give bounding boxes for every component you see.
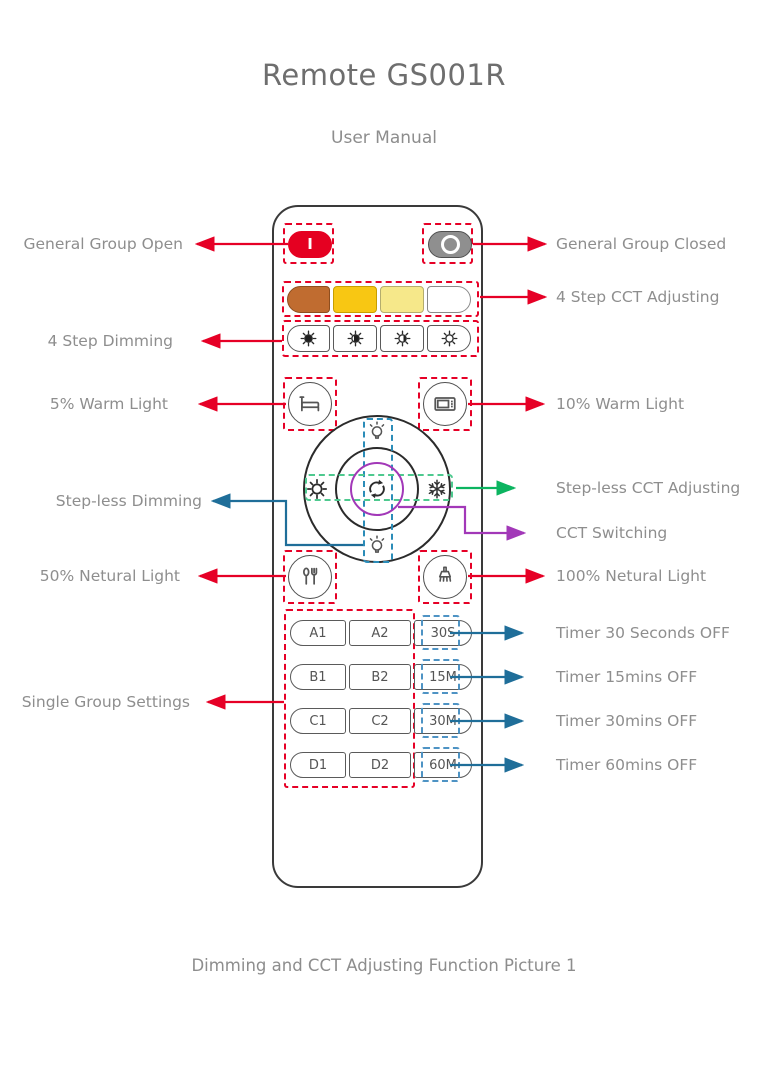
group-button-c1: C1 [290, 708, 346, 734]
single-group-dashed-box [284, 609, 415, 788]
nav-inner-ring [335, 447, 419, 531]
dining-icon [295, 562, 325, 592]
cct-switch-cycle-icon [362, 474, 392, 504]
netural50-dining-button [288, 555, 332, 599]
page-caption: Dimming and CCT Adjusting Function Pictu… [191, 956, 577, 975]
timer-15m-dashed-box [421, 659, 460, 694]
timer-60m-dashed-box [421, 747, 460, 782]
sun-one-third-icon [393, 329, 412, 348]
sun-two-thirds-icon [346, 329, 365, 348]
dim-button-25 [427, 325, 471, 352]
annotation-general-group-closed: General Group Closed [556, 235, 727, 253]
annotation-single-group-settings: Single Group Settings [21, 693, 190, 711]
netural100-brush-button [423, 555, 467, 599]
annotation-4-step-dimming: 4 Step Dimming [47, 332, 173, 350]
power-on-button: I [288, 231, 332, 258]
cct-switch-button [350, 462, 404, 516]
bed-icon [295, 389, 325, 419]
cct-row-dashed-box [282, 281, 479, 317]
power-off-dashed-box [422, 223, 473, 264]
timer-30m-dashed-box [421, 703, 460, 738]
group-button-a2: A2 [349, 620, 411, 646]
annotation-general-group-open: General Group Open [23, 235, 183, 253]
annotation-50-netural-light: 50% Netural Light [39, 567, 180, 585]
group-button-d2: D2 [349, 752, 411, 778]
warm10-tv-button [423, 382, 467, 426]
annotation-timer-15m: Timer 15mins OFF [556, 668, 698, 686]
group-button-b2: B2 [349, 664, 411, 690]
annotation-timer-30m: Timer 30mins OFF [556, 712, 698, 730]
annotation-100-netural-light: 100% Netural Light [556, 567, 707, 585]
group-button-d1: D1 [290, 752, 346, 778]
warm5-bed-button [288, 382, 332, 426]
tv-icon [430, 389, 460, 419]
annotation-stepless-cct: Step-less CCT Adjusting [556, 479, 741, 497]
dim-button-75 [333, 325, 377, 352]
dim-row-dashed-box [282, 320, 479, 357]
group-button-c2: C2 [349, 708, 411, 734]
brush-icon [430, 562, 460, 592]
annotation-10-warm-light: 10% Warm Light [556, 395, 685, 413]
cct-button-white [427, 286, 471, 313]
sun-filled-icon [299, 329, 318, 348]
power-off-button [428, 231, 472, 258]
power-off-icon [440, 235, 460, 254]
dim-button-100 [287, 325, 330, 352]
timer-button-30m: 30M [414, 708, 472, 734]
annotation-4-step-cct: 4 Step CCT Adjusting [556, 288, 720, 306]
annotation-timer-30s: Timer 30 Seconds OFF [556, 624, 730, 642]
power-on-icon: I [307, 235, 313, 253]
page-subtitle: User Manual [331, 128, 437, 148]
group-button-a1: A1 [290, 620, 346, 646]
sun-outline-icon [440, 329, 459, 348]
annotation-5-warm-light: 5% Warm Light [49, 395, 168, 413]
group-button-b1: B1 [290, 664, 346, 690]
cct-button-warm [333, 286, 377, 313]
annotation-cct-switching: CCT Switching [556, 524, 668, 542]
cct-button-warmest [287, 286, 330, 313]
timer-30s-dashed-box [421, 615, 460, 650]
cct-button-soft [380, 286, 424, 313]
dim-button-50 [380, 325, 424, 352]
page-title: Remote GS001R [262, 58, 506, 92]
annotation-timer-60m: Timer 60mins OFF [556, 756, 698, 774]
annotation-stepless-dimming: Step-less Dimming [55, 492, 202, 510]
